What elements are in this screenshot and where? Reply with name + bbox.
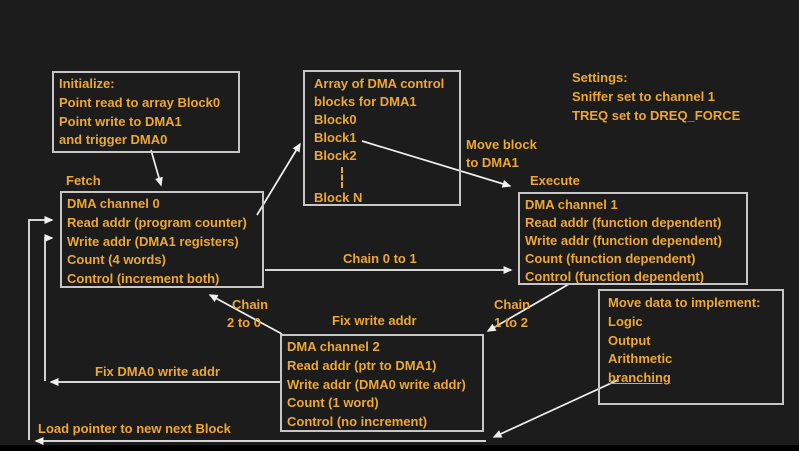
execute-stage-box: DMA channel 1 Read addr (function depend… <box>518 192 748 285</box>
execute-line: Count (function dependent) <box>525 251 696 266</box>
fetch-line: Count (4 words) <box>67 252 166 268</box>
arrow-fetch-read-to-array <box>256 142 301 216</box>
fix-line: Write addr (DMA0 write addr) <box>287 376 466 392</box>
array-line: Block2 <box>314 148 357 163</box>
arrow-chain-2-to-0 <box>208 294 283 335</box>
initialize-note-box: Initialize: Point read to array Block0 P… <box>52 71 240 153</box>
fix-line: DMA channel 2 <box>287 339 380 354</box>
fix-line: Control (no increment) <box>287 414 428 430</box>
fix-write-addr-stage-box: DMA channel 2 Read addr (ptr to DMA1) Wr… <box>280 334 484 432</box>
dma-control-block-array-box: Array of DMA control blocks for DMA1 Blo… <box>303 70 461 206</box>
fetch-line: Control (increment both) <box>67 271 220 287</box>
move-data-branching-line: branching <box>608 370 671 386</box>
bottom-letterbox-bar <box>0 445 799 451</box>
array-line: Block0 <box>314 112 357 127</box>
label-line: Chain <box>232 297 269 312</box>
chain-2-to-0-label: Chain 2 to 0 <box>227 296 268 332</box>
arrow-branching-to-bottom <box>492 379 619 438</box>
label-line: Chain <box>494 297 531 312</box>
note-line: Point read to array Block0 <box>59 94 221 110</box>
execute-line: DMA channel 1 <box>525 197 618 212</box>
array-line: Array of DMA control <box>314 76 445 91</box>
ellipsis-dashed-line <box>341 167 343 188</box>
execute-line: Control (function dependent) <box>525 269 705 284</box>
move-data-line: Arithmetic <box>608 351 673 367</box>
note-line: Initialize: <box>59 76 115 91</box>
move-data-line: Move data to implement: <box>608 295 761 310</box>
arrow-load-pointer-up-into-fetch <box>28 216 54 440</box>
move-block-label: Move block to DMA1 <box>466 136 537 172</box>
note-line: and trigger DMA0 <box>59 132 168 148</box>
move-data-line: Output <box>608 332 651 348</box>
move-data-note-box: Move data to implement: Logic Output Ari… <box>598 289 784 405</box>
move-data-line: Logic <box>608 313 643 329</box>
note-line: Point write to DMA1 <box>59 113 182 129</box>
fix-line: Count (1 word) <box>287 395 379 411</box>
settings-note: Settings: Sniffer set to channel 1 TREQ … <box>572 69 740 125</box>
array-line: blocks for DMA1 <box>314 94 417 109</box>
execute-stage-title: Execute <box>530 173 580 188</box>
chain-1-to-2-label: Chain 1 to 2 <box>494 296 530 332</box>
arrow-chain-1-to-2 <box>486 283 570 332</box>
fix-dma0-write-addr-label: Fix DMA0 write addr <box>95 364 220 379</box>
settings-line: Sniffer set to channel 1 <box>572 88 716 104</box>
arrow-block1-to-execute <box>361 140 512 188</box>
settings-line: Settings: <box>572 70 628 85</box>
fix-write-addr-stage-title: Fix write addr <box>332 313 417 328</box>
execute-line: Read addr (function dependent) <box>525 215 722 230</box>
array-line: Block N <box>314 190 363 205</box>
label-line: 1 to 2 <box>494 315 528 330</box>
chain-0-to-1-label: Chain 0 to 1 <box>343 251 417 266</box>
fetch-stage-title: Fetch <box>66 173 101 188</box>
fetch-line: Read addr (program counter) <box>67 214 247 230</box>
arrow-initialize-to-fetch <box>150 149 163 187</box>
fetch-line: DMA channel 0 <box>67 196 160 211</box>
fetch-line: Write addr (DMA1 registers) <box>67 233 239 249</box>
fix-line: Read addr (ptr to DMA1) <box>287 357 437 373</box>
array-line: Block1 <box>314 130 357 145</box>
fetch-stage-box: DMA channel 0 Read addr (program counter… <box>60 191 264 288</box>
settings-line: TREQ set to DREQ_FORCE <box>572 107 741 123</box>
label-line: Move block <box>466 137 537 152</box>
execute-line: Write addr (function dependent) <box>525 233 722 248</box>
label-line: 2 to 0 <box>227 315 261 330</box>
arrow-fix-dma0-up-into-fetch <box>44 234 54 381</box>
label-line: to DMA1 <box>466 155 519 170</box>
load-pointer-label: Load pointer to new next Block <box>38 421 231 436</box>
